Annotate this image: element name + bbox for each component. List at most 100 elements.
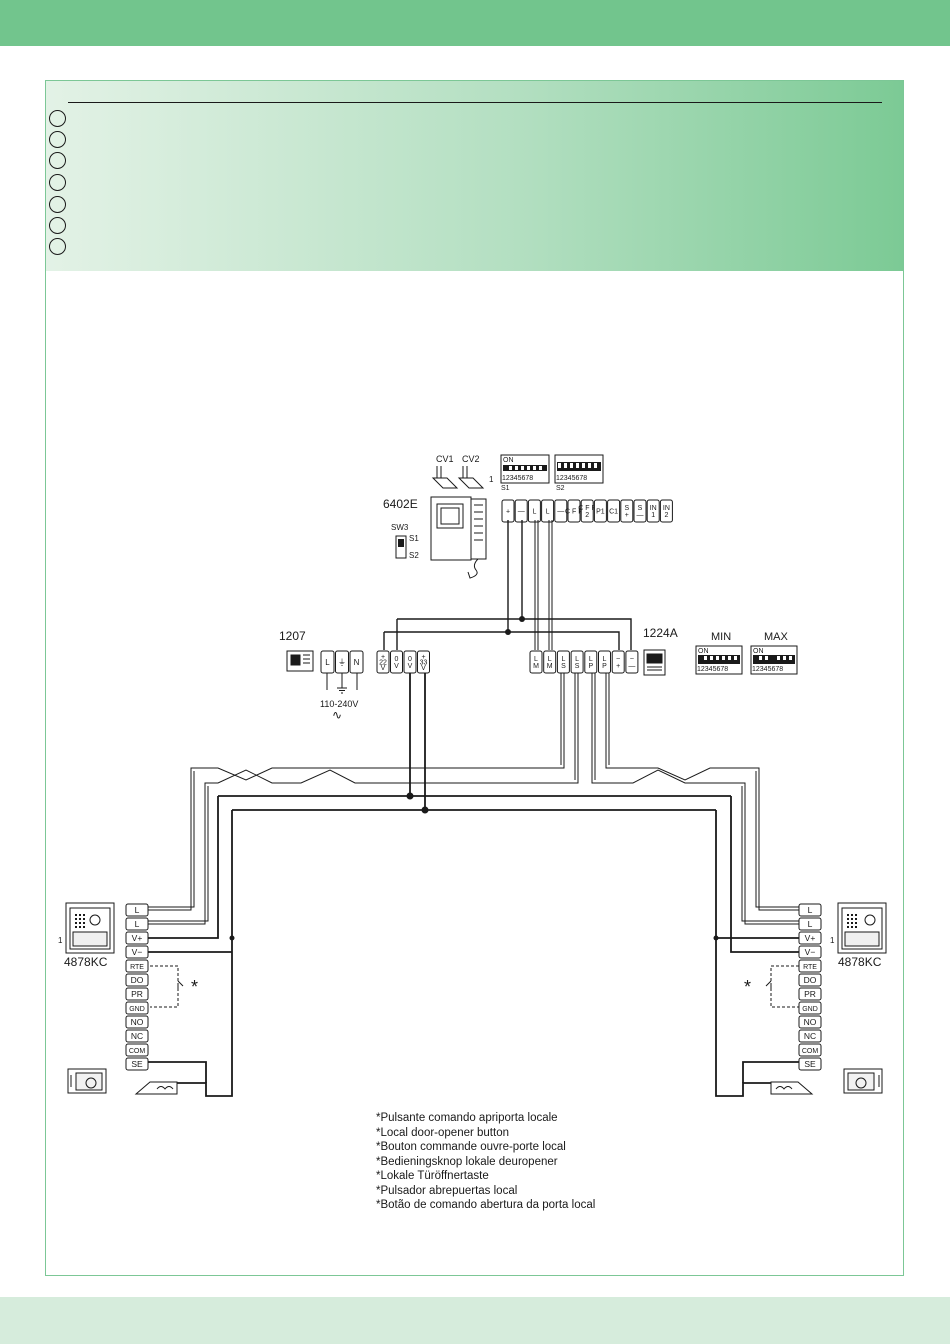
language-circle-2 — [49, 131, 66, 148]
legend-line-de: *Lokale Türöffnertaste — [376, 1170, 489, 1182]
sw3-s1-label: S1 — [409, 534, 419, 543]
left-panel-terminal-label: NC — [131, 1031, 143, 1041]
cv-connectors — [431, 466, 485, 489]
junction-dot — [519, 616, 525, 622]
left-local-button-contact — [177, 980, 184, 990]
monitor-terminal-9: S+ — [620, 499, 634, 523]
right-panel-terminal-label: V− — [805, 947, 816, 957]
right-panel-terminal-label: PR — [804, 989, 816, 999]
module-terminal-label: + — [616, 663, 620, 670]
right-panel-terminal-label: NC — [804, 1031, 816, 1041]
monitor-terminal-label: S — [624, 505, 629, 512]
psu-out-terminal-1: 0V — [390, 650, 403, 674]
dip-max-digits: 12345678 — [752, 666, 783, 673]
dip-s1-label: S1 — [501, 485, 510, 492]
monitor-terminal-7: P1 — [593, 499, 607, 523]
sw3-s2-label: S2 — [409, 551, 419, 560]
dip-min-label: MIN — [711, 631, 731, 643]
module-terminal-label: L — [575, 656, 579, 663]
left-star: * — [191, 977, 198, 997]
monitor-terminal-label: IN — [650, 505, 657, 512]
page-frame — [45, 80, 904, 1276]
left-panel-terminal-6: PR — [125, 987, 149, 1001]
psu-model-label: 1207 — [279, 629, 306, 643]
right-panel-terminal-1: L — [798, 917, 822, 931]
left-panel-terminal-7: GND — [125, 1001, 149, 1015]
junction-dot — [505, 629, 511, 635]
psu-out-terminal-label: + — [381, 654, 385, 661]
right-panel-terminal-4: RTE — [798, 959, 822, 973]
left-panel-index: 1 — [58, 936, 63, 945]
dip-min-digits: 12345678 — [697, 666, 728, 673]
top-band — [0, 0, 950, 46]
dip-switch-s2 — [554, 454, 604, 484]
right-panel-terminal-label: RTE — [803, 964, 817, 971]
junction-dot — [421, 806, 429, 814]
right-panel-terminal-label: V+ — [805, 933, 816, 943]
module-terminal-0: LM — [529, 650, 543, 674]
cv1-label: CV1 — [436, 454, 454, 464]
module-terminal-3: LS — [570, 650, 584, 674]
psu-out-terminal-2: 0V — [403, 650, 417, 674]
left-panel-terminal-1: L — [125, 917, 149, 931]
left-door-lock — [67, 1068, 178, 1095]
right-local-button-contact — [765, 980, 772, 990]
left-panel-power — [146, 796, 233, 1097]
junction-dot — [229, 935, 235, 941]
right-panel-index: 1 — [830, 936, 835, 945]
module-terminal-6: ~+ — [611, 650, 625, 674]
module-icon — [643, 649, 666, 676]
monitor-unit — [430, 496, 487, 579]
left-panel-terminal-label: L — [135, 919, 140, 929]
monitor-terminal-label: + — [625, 512, 629, 519]
right-panel-terminal-9: NC — [798, 1029, 822, 1043]
monitor-model-label: 6402E — [383, 497, 418, 511]
monitor-terminal-label: + — [506, 508, 510, 515]
right-door-lock — [770, 1068, 883, 1095]
right-panel-terminal-label: GND — [802, 1006, 818, 1013]
monitor-terminal-label: 1 — [651, 512, 655, 519]
legend-line-it: *Pulsante comando apriporta locale — [376, 1112, 558, 1124]
right-star: * — [744, 977, 751, 997]
monitor-terminal-0: + — [501, 499, 515, 523]
psu-out-terminal-label: V — [394, 663, 399, 670]
monitor-terminal-label: C F P — [578, 505, 596, 512]
module-terminal-label: S — [575, 663, 580, 670]
legend-line-es: *Pulsador abrepuertas local — [376, 1184, 518, 1197]
monitor-terminal-11: IN1 — [646, 499, 660, 523]
legend-line-fr: *Bouton commande ouvre-porte local — [376, 1141, 566, 1153]
psu-mains-terminal-0: L — [320, 650, 335, 674]
monitor-terminal-label: C1 — [609, 508, 618, 515]
psu-out-terminal-label: 33 — [420, 659, 428, 666]
monitor-terminal-10: S— — [633, 499, 647, 523]
left-door-panel — [65, 902, 115, 954]
dip-switch-max — [750, 645, 798, 675]
cv2-label: CV2 — [462, 454, 480, 464]
right-panel-terminal-label: L — [808, 919, 813, 929]
module-terminal-label: M — [547, 663, 553, 670]
monitor-terminal-3: L — [541, 499, 555, 523]
language-circle-1 — [49, 110, 66, 127]
dip-min-on: ON — [698, 648, 709, 655]
language-circle-6 — [49, 217, 66, 234]
psu-out-terminal-label: V — [408, 663, 413, 670]
left-panel-terminal-label: DO — [131, 975, 144, 985]
left-panel-terminal-label: COM — [129, 1048, 146, 1055]
psu-out-terminal-3: +33V — [417, 650, 430, 674]
module-terminal-2: LS — [556, 650, 570, 674]
right-panel-terminal-label: COM — [802, 1048, 819, 1055]
dip-max-label: MAX — [764, 631, 789, 643]
mains-leads — [326, 673, 358, 694]
psu-icon — [286, 650, 314, 672]
right-panel-terminal-3: V− — [798, 945, 822, 959]
left-panel-model: 4878KC — [64, 955, 108, 969]
module-model-label: 1224A — [643, 626, 678, 640]
left-panel-terminal-4: RTE — [125, 959, 149, 973]
monitor-terminal-label: P1 — [596, 508, 605, 515]
module-terminal-label: L — [534, 656, 538, 663]
left-panel-terminal-label: NO — [131, 1017, 144, 1027]
